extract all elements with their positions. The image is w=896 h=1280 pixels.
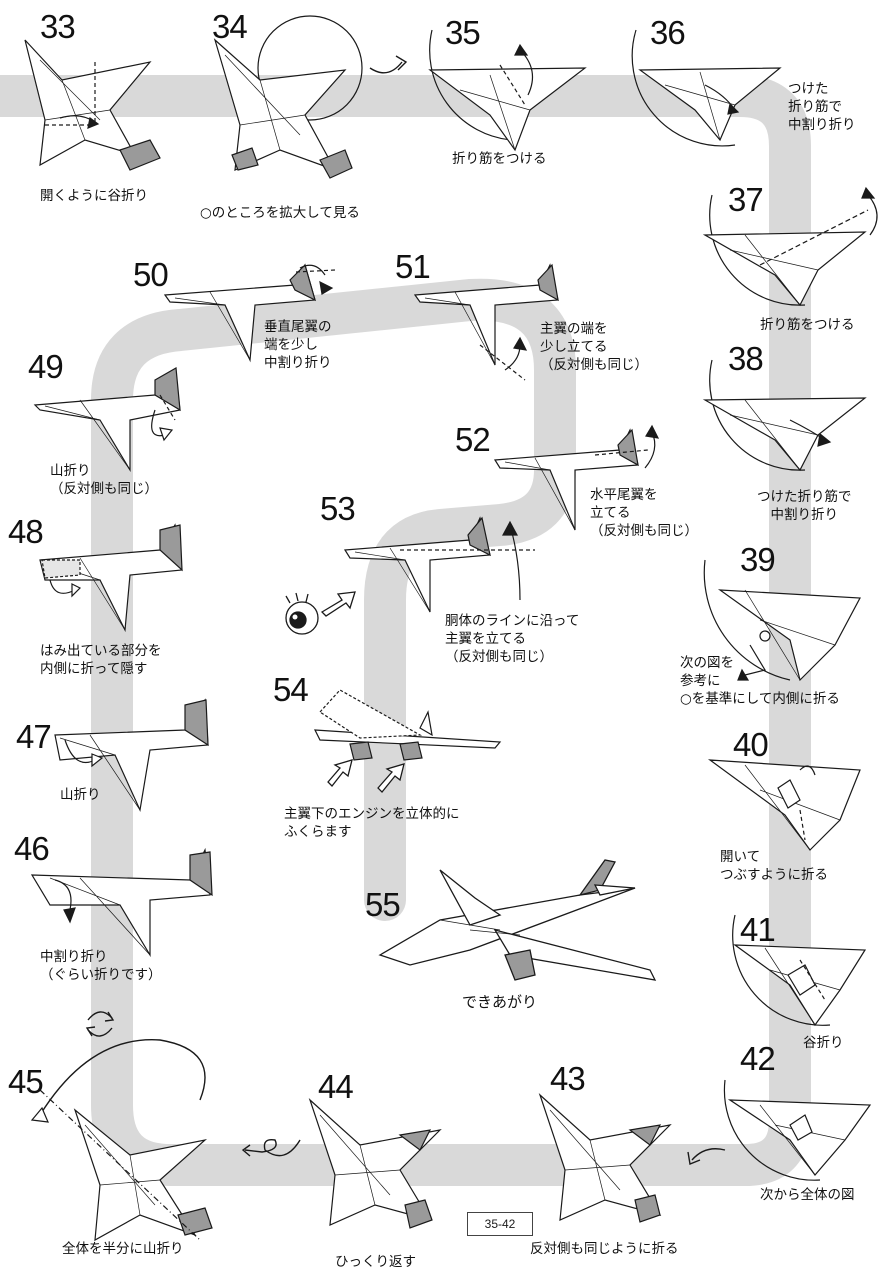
step-number-48: 48 xyxy=(8,513,44,550)
step-caption-35: 折り筋をつける xyxy=(452,151,547,167)
view-arrow xyxy=(320,591,356,617)
step-caption-37: 折り筋をつける xyxy=(760,317,855,333)
step-caption-39: 次の図を 参考に ○を基準にして内側に折る xyxy=(680,655,840,707)
step-number-42: 42 xyxy=(740,1040,776,1077)
figure-43 xyxy=(538,1093,672,1223)
step-number-45: 45 xyxy=(8,1063,44,1100)
figure-34 xyxy=(213,15,363,179)
figure-40 xyxy=(707,759,861,851)
figure-37 xyxy=(702,186,878,307)
step-caption-41: 谷折り xyxy=(803,1035,844,1051)
step-number-43: 43 xyxy=(550,1060,586,1097)
step-caption-45: 全体を半分に山折り xyxy=(62,1241,184,1257)
next-arrow-34 xyxy=(369,55,408,74)
figure-33 xyxy=(24,39,161,171)
step-number-54: 54 xyxy=(273,671,309,708)
figure-53 xyxy=(343,516,535,613)
next-arrow-42 xyxy=(687,1148,726,1165)
step-number-53: 53 xyxy=(320,490,356,527)
step-caption-53: 胴体のラインに沿って 主翼を立てる （反対側も同じ） xyxy=(445,613,580,665)
push-arrows xyxy=(327,759,405,793)
step-number-46: 46 xyxy=(14,830,50,867)
figure-54 xyxy=(313,689,502,761)
figure-45 xyxy=(30,1039,213,1242)
figure-44 xyxy=(308,1098,442,1229)
step-caption-38: つけた折り筋で 中割り折り xyxy=(757,489,852,523)
step-number-36: 36 xyxy=(650,14,686,51)
step-caption-54: 主翼下のエンジンを立体的に ふくらます xyxy=(284,806,460,840)
step-caption-55: できあがり xyxy=(462,993,538,1011)
step-number-51: 51 xyxy=(395,248,431,285)
step-number-38: 38 xyxy=(728,340,764,377)
figure-49 xyxy=(33,367,181,473)
figure-35 xyxy=(428,29,587,152)
step-caption-49: 山折り （反対側も同じ） xyxy=(50,463,158,497)
step-caption-44: ひっくり返す xyxy=(335,1254,416,1270)
step-number-35: 35 xyxy=(445,14,481,51)
figure-47 xyxy=(54,698,209,813)
figure-55 xyxy=(378,859,657,981)
figure-52 xyxy=(493,424,660,531)
step-number-44: 44 xyxy=(318,1068,354,1105)
step-caption-42: 次から全体の図 xyxy=(760,1187,855,1203)
step-caption-51: 主翼の端を 少し立てる （反対側も同じ） xyxy=(540,321,648,373)
step-caption-48: はみ出ている部分を 内側に折って隠す xyxy=(40,643,162,677)
figure-36 xyxy=(631,29,782,147)
figure-42 xyxy=(723,1079,872,1181)
step-number-49: 49 xyxy=(28,348,64,385)
step-caption-40: 開いて つぶすように折る xyxy=(720,849,828,883)
step-caption-33: 開くように谷折り xyxy=(40,188,148,204)
step-number-34: 34 xyxy=(212,8,248,45)
step-caption-34: ○のところを拡大して見る xyxy=(200,205,360,221)
step-caption-47: 山折り xyxy=(60,787,101,803)
figure-39 xyxy=(703,559,861,682)
figure-50 xyxy=(163,263,336,363)
step-caption-52: 水平尾翼を 立てる （反対側も同じ） xyxy=(590,487,698,539)
page-label: 35-42 xyxy=(467,1212,533,1236)
rotate-icon xyxy=(85,1011,115,1037)
step-number-55: 55 xyxy=(365,886,401,923)
figure-46 xyxy=(30,847,213,958)
figure-38 xyxy=(702,359,867,472)
step-caption-36: つけた 折り筋で 中割り折り xyxy=(788,81,856,133)
step-caption-43: 反対側も同じように折る xyxy=(530,1241,679,1257)
step-number-37: 37 xyxy=(728,181,764,218)
step-caption-50: 垂直尾翼の 端を少し 中割り折り xyxy=(264,319,332,371)
step-number-52: 52 xyxy=(455,421,491,458)
step-caption-46: 中割り折り （ぐらい折りです） xyxy=(40,949,162,983)
flip-arrow-44 xyxy=(241,1139,301,1157)
figure-41 xyxy=(732,914,867,1027)
step-number-33: 33 xyxy=(40,8,76,45)
figure-51 xyxy=(413,263,559,381)
step-number-39: 39 xyxy=(740,541,776,578)
step-number-41: 41 xyxy=(740,911,776,948)
step-number-50: 50 xyxy=(133,256,169,293)
figure-48 xyxy=(39,523,183,633)
step-number-47: 47 xyxy=(16,718,52,755)
step-number-40: 40 xyxy=(733,726,769,763)
eye-icon xyxy=(285,592,319,635)
